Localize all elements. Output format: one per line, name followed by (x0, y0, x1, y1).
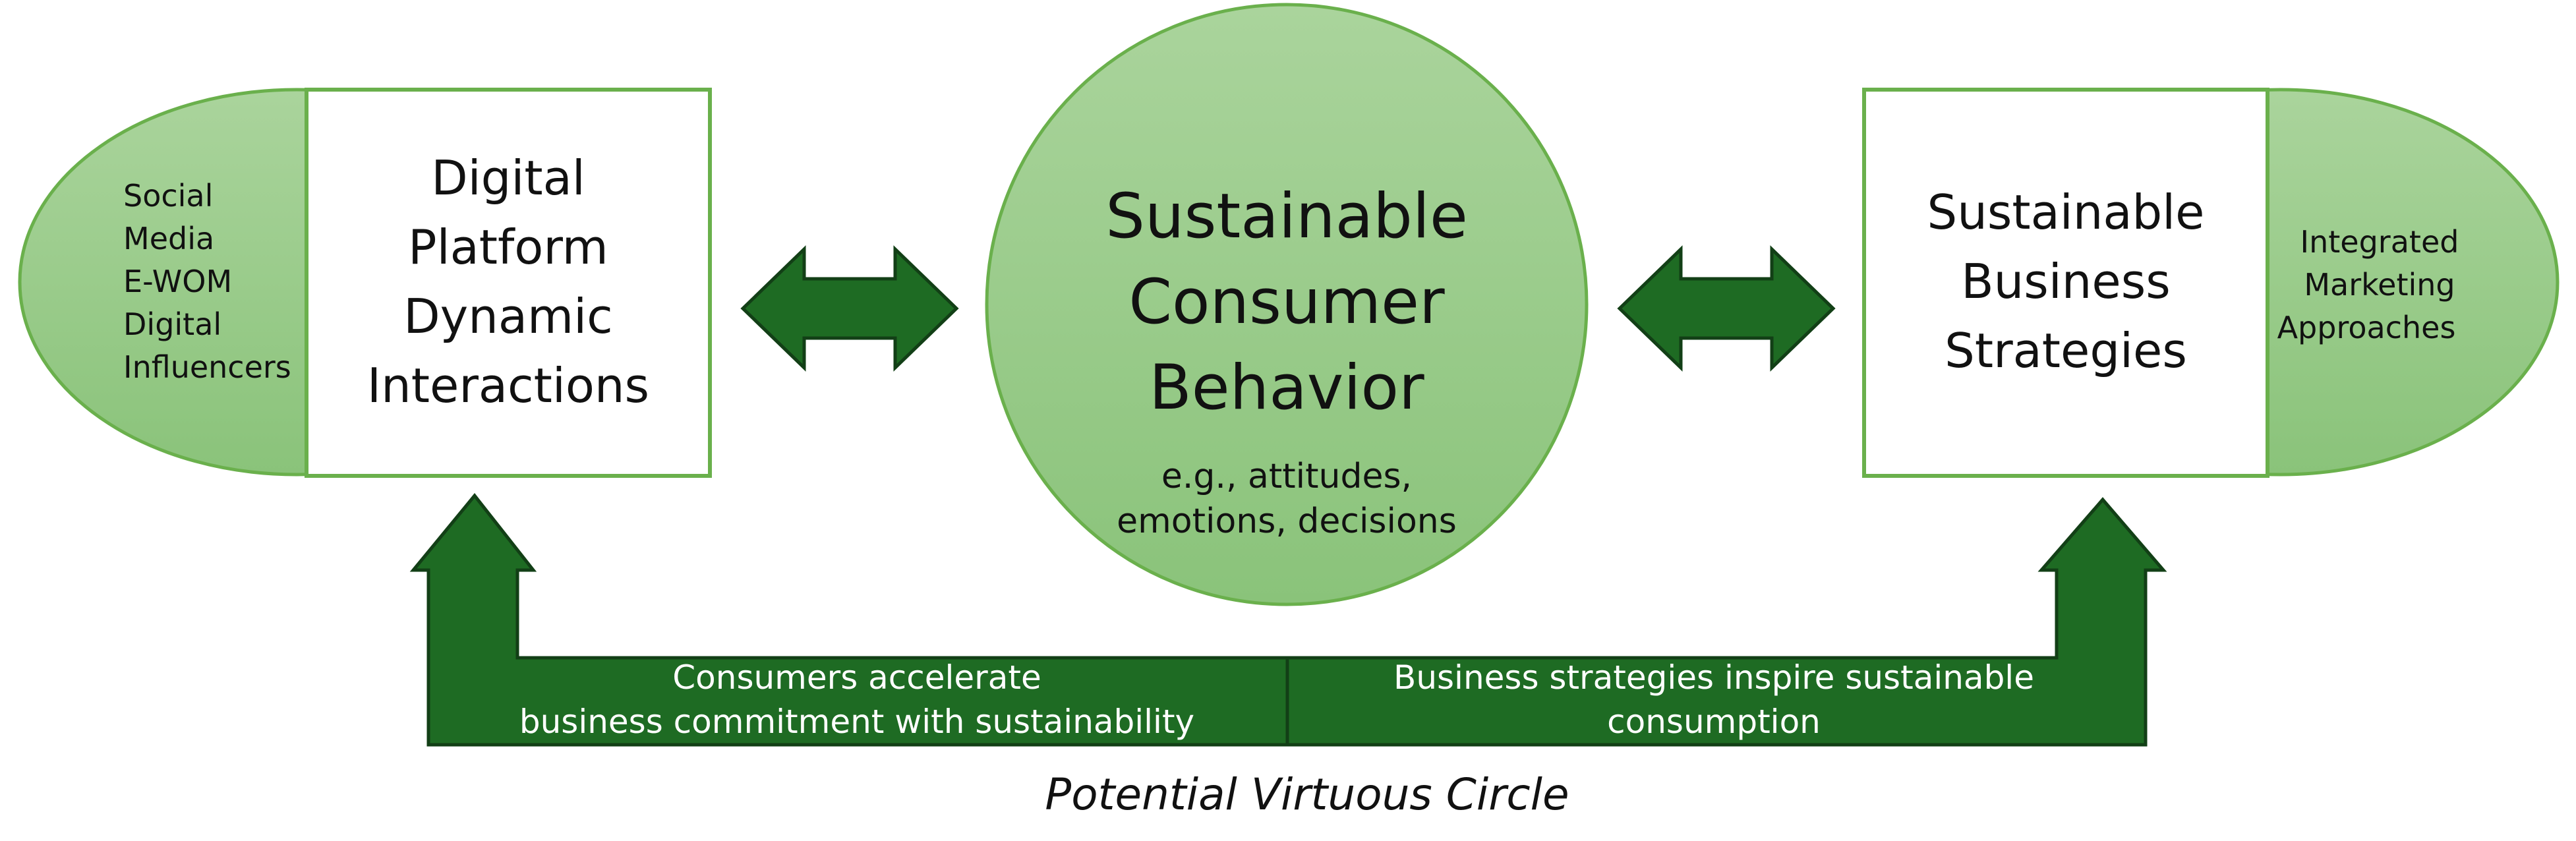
center-title-line: Consumer (1128, 266, 1445, 338)
center-circle-text: Sustainable Consumer Behavior e.g., atti… (1105, 181, 1468, 541)
right-double-arrow (1617, 245, 1836, 372)
left-box-line: Dynamic (403, 289, 613, 344)
right-box-line: Sustainable (1927, 185, 2205, 240)
bottom-left-line: Consumers accelerate (672, 658, 1041, 697)
center-title-line: Behavior (1149, 352, 1424, 424)
right-box-text: Sustainable Business Strategies (1927, 185, 2205, 378)
center-sub-line: e.g., attitudes, (1161, 457, 1412, 496)
bottom-right-line: Business strategies inspire sustainable (1393, 658, 2034, 697)
left-box (305, 88, 712, 478)
bottom-arrow-left-text: Consumers accelerate business commitment… (519, 658, 1194, 741)
left-box-line: Interactions (367, 358, 649, 413)
right-oval-line: Marketing (2304, 267, 2455, 303)
right-oval-line: Approaches (2277, 310, 2456, 345)
right-box (1862, 88, 2269, 478)
left-oval-line: Social (123, 178, 213, 214)
center-circle (985, 3, 1589, 606)
left-oval-line: Digital (123, 306, 221, 342)
center-sub-line: emotions, decisions (1117, 502, 1457, 541)
bottom-feedback-arrow (409, 493, 2167, 747)
left-oval-line: Influencers (123, 349, 291, 385)
bottom-right-line: consumption (1607, 703, 1821, 741)
right-box-line: Strategies (1945, 323, 2187, 378)
left-box-line: Digital (431, 150, 585, 206)
bottom-arrow-right-text: Business strategies inspire sustainable … (1393, 658, 2034, 741)
bottom-left-line: business commitment with sustainability (519, 703, 1194, 741)
left-box-text: Digital Platform Dynamic Interactions (367, 150, 649, 413)
diagram-caption: Potential Virtuous Circle (1045, 769, 1569, 820)
left-oval-line: Media (123, 221, 214, 256)
right-box-line: Business (1961, 254, 2171, 309)
right-oval-line: Integrated (2300, 224, 2459, 260)
center-title-line: Sustainable (1105, 181, 1468, 252)
left-double-arrow (740, 245, 959, 372)
right-oval-text: Integrated Marketing Approaches (2277, 224, 2459, 345)
left-oval-text: Social Media E-WOM Digital Influencers (123, 178, 291, 385)
left-box-line: Platform (408, 219, 608, 275)
left-oval-line: E-WOM (123, 264, 232, 299)
